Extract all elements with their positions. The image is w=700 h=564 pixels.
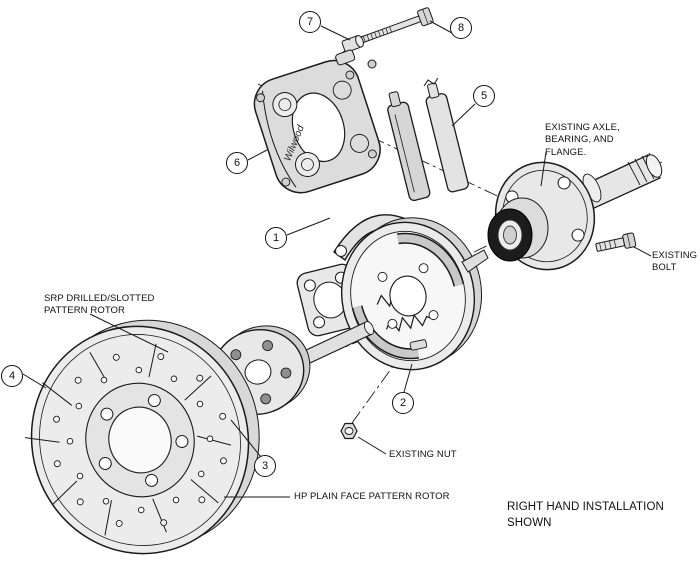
bearing-icon <box>487 208 533 262</box>
bleed-screw-icon <box>367 59 377 69</box>
callout-8-number: 8 <box>457 22 465 34</box>
callout-1-number: 1 <box>272 232 280 244</box>
label-srp-rotor: SRP DRILLED/SLOTTED PATTERN ROTOR <box>44 293 155 317</box>
parking-lever-icon <box>461 249 489 273</box>
callout-2-number: 2 <box>399 397 407 409</box>
axle-assembly <box>487 152 663 271</box>
crossover-tube-icon <box>335 49 356 66</box>
existing-nut-part <box>340 422 358 440</box>
callout-4: 4 <box>1 365 23 387</box>
existing-bolt-part <box>595 232 637 252</box>
rotor <box>24 319 260 555</box>
callout-5: 5 <box>473 85 495 107</box>
caliper: Wilwood <box>253 49 381 194</box>
callout-3-number: 3 <box>261 460 269 472</box>
label-installation-note: RIGHT HAND INSTALLATION SHOWN <box>507 501 664 529</box>
callout-8: 8 <box>450 17 472 39</box>
label-hp-rotor: HP PLAIN FACE PATTERN ROTOR <box>294 491 450 502</box>
callout-7: 7 <box>299 11 321 33</box>
label-existing-nut: EXISTING NUT <box>389 449 457 460</box>
callout-5-number: 5 <box>480 90 488 102</box>
brake-pads <box>387 77 469 202</box>
callout-7-number: 7 <box>306 16 314 28</box>
leader-lines <box>22 20 652 498</box>
callout-4-number: 4 <box>8 370 16 382</box>
backing-plate-assembly <box>296 217 489 371</box>
label-existing-axle: EXISTING AXLE, BEARING, AND FLANGE. <box>545 122 620 158</box>
callout-6-number: 6 <box>233 157 241 169</box>
pad-clip-icon <box>423 77 439 87</box>
callout-2: 2 <box>392 392 414 414</box>
callout-3: 3 <box>254 455 276 477</box>
mount-bolt <box>359 7 434 44</box>
bolt-spacer <box>341 35 364 53</box>
label-existing-bolt: EXISTING BOLT <box>652 250 698 274</box>
callout-1: 1 <box>265 227 287 249</box>
callout-6: 6 <box>226 152 248 174</box>
